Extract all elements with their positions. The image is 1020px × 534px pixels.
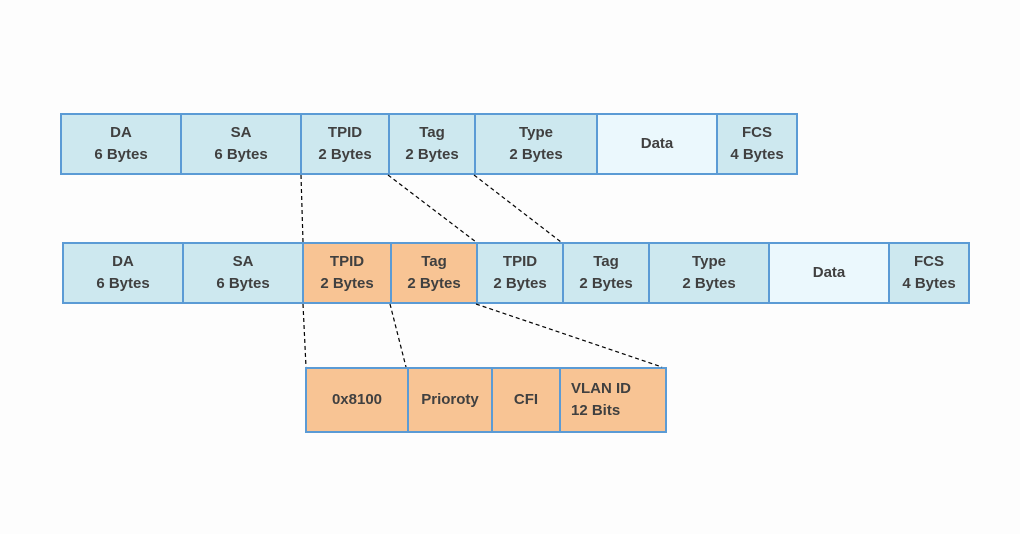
field-sa: SA 6 Bytes	[180, 113, 302, 175]
field-name: Tag	[419, 124, 445, 141]
tag-breakdown: 0x8100 Prioroty CFI VLAN ID 12 Bits	[305, 367, 667, 433]
field-size: 4 Bytes	[902, 275, 956, 292]
field-data: Data	[596, 113, 718, 175]
field-cfi: CFI	[491, 367, 561, 433]
field-size: 4 Bytes	[730, 146, 784, 163]
field-name: FCS	[742, 124, 772, 141]
double-tagged-frame: DA 6 Bytes SA 6 Bytes TPID 2 Bytes Tag 2…	[62, 242, 970, 304]
field-size: 2 Bytes	[682, 275, 736, 292]
field-size: 2 Bytes	[405, 146, 459, 163]
field-sa: SA 6 Bytes	[182, 242, 304, 304]
field-size: 6 Bytes	[216, 275, 270, 292]
connector-line	[387, 174, 477, 243]
field-size: 2 Bytes	[509, 146, 563, 163]
field-name: Data	[640, 135, 674, 152]
field-outer-tpid: TPID 2 Bytes	[302, 242, 392, 304]
field-name: Prioroty	[421, 391, 479, 408]
field-fcs: FCS 4 Bytes	[888, 242, 970, 304]
field-size: 6 Bytes	[214, 146, 268, 163]
connector-line	[389, 303, 407, 368]
field-inner-tag: Tag 2 Bytes	[562, 242, 650, 304]
connector-line	[300, 174, 304, 243]
original-frame: DA 6 Bytes SA 6 Bytes TPID 2 Bytes Tag 2…	[60, 113, 798, 175]
field-size: 2 Bytes	[407, 275, 461, 292]
field-inner-tpid: TPID 2 Bytes	[476, 242, 564, 304]
field-name: SA	[232, 253, 254, 270]
field-name: Type	[692, 253, 726, 270]
field-type: Type 2 Bytes	[474, 113, 598, 175]
field-name: TPID	[329, 253, 365, 270]
field-name: Tag	[593, 253, 619, 270]
field-name: TPID	[327, 124, 363, 141]
field-name: Type	[519, 124, 553, 141]
connector-line	[473, 174, 562, 243]
field-name: FCS	[914, 253, 944, 270]
field-name: TPID	[502, 253, 538, 270]
field-name: SA	[230, 124, 252, 141]
field-outer-tag: Tag 2 Bytes	[390, 242, 478, 304]
field-tpid-value: 0x8100	[305, 367, 409, 433]
field-name: DA	[112, 253, 134, 270]
field-size: 2 Bytes	[318, 146, 372, 163]
field-vlan-id: VLAN ID 12 Bits	[559, 367, 667, 433]
field-fcs: FCS 4 Bytes	[716, 113, 798, 175]
field-size: 2 Bytes	[493, 275, 547, 292]
connector-line	[302, 303, 307, 368]
field-size: 6 Bytes	[94, 146, 148, 163]
field-size: 12 Bits	[571, 402, 621, 419]
field-data: Data	[768, 242, 890, 304]
field-name: CFI	[513, 391, 539, 408]
field-size: 6 Bytes	[96, 275, 150, 292]
field-da: DA 6 Bytes	[62, 242, 184, 304]
field-name: VLAN ID	[571, 380, 631, 397]
field-type: Type 2 Bytes	[648, 242, 770, 304]
connector-line	[475, 303, 663, 368]
field-name: Tag	[421, 253, 447, 270]
field-tag: Tag 2 Bytes	[388, 113, 476, 175]
field-da: DA 6 Bytes	[60, 113, 182, 175]
field-name: Data	[812, 264, 846, 281]
field-size: 2 Bytes	[320, 275, 374, 292]
field-name: DA	[110, 124, 132, 141]
field-priority: Prioroty	[407, 367, 493, 433]
field-size: 2 Bytes	[579, 275, 633, 292]
field-name: 0x8100	[331, 391, 383, 408]
field-tpid: TPID 2 Bytes	[300, 113, 390, 175]
